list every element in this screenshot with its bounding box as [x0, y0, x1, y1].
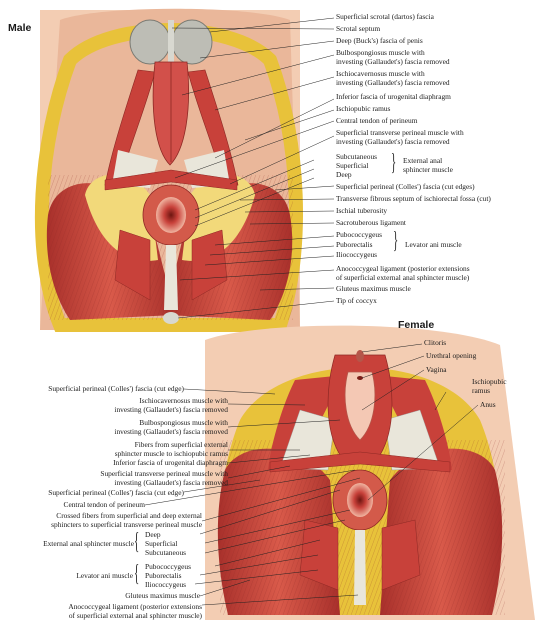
female-label: sphincter muscle to ischiopubic ramus [114, 449, 228, 458]
male-label: Tip of coccyx [336, 296, 377, 305]
male-label: Superficial transverse perineal muscle w… [336, 128, 464, 137]
female-label: Superficial perineal (Colles') fascia (c… [48, 488, 184, 497]
female-label: Urethral opening [426, 351, 477, 360]
female-label: Ischiopubic [472, 377, 507, 386]
male-label: Levator ani muscle [405, 240, 462, 249]
male-label: Superficial [336, 161, 369, 170]
female-label: Central tendon of perineum [63, 500, 145, 509]
brace: } [393, 228, 399, 254]
female-label: ramus [472, 386, 491, 395]
male-label: Transverse fibrous septum of ischiorecta… [336, 194, 491, 203]
female-label: Inferior fascia of urogenital diaphragm [113, 458, 228, 467]
female-label: Pubococcygeus [145, 562, 191, 571]
female-label: Crossed fibers from superficial and deep… [56, 511, 202, 520]
male-label: sphincter muscle [403, 165, 453, 174]
female-label: Subcutaneous [145, 548, 187, 557]
female-label: Vagina [426, 365, 447, 374]
male-label: Subcutaneous [336, 152, 378, 161]
male-label: Iliococcygeus [336, 250, 378, 259]
male-label: Deep [336, 170, 352, 179]
male-label: Pubococcygeus [336, 230, 382, 239]
brace: } [391, 150, 397, 176]
female-label: Fibers from superficial external [134, 440, 228, 449]
male-label: of superficial external anal sphincter m… [336, 273, 470, 282]
male-title: Male [8, 22, 32, 34]
male-label: Ischial tuberosity [336, 206, 388, 215]
female-label: investing (Gallaudet's) fascia removed [114, 427, 228, 436]
female-label: Gluteus maximus muscle [125, 591, 200, 600]
male-label: Anococcygeal ligament (posterior extensi… [336, 264, 470, 273]
male-illustration [34, 8, 335, 332]
female-label: sphincters to superficial transverse per… [51, 520, 202, 529]
female-label: Iliococcygeus [145, 580, 187, 589]
brace: { [134, 529, 140, 555]
male-label: Gluteus maximus muscle [336, 284, 411, 293]
female-label: Superficial perineal (Colles') fascia (c… [48, 384, 184, 393]
male-label: Superficial scrotal (dartos) fascia [336, 12, 434, 21]
male-label: Central tendon of perineum [336, 116, 418, 125]
female-title: Female [398, 319, 435, 331]
female-label: investing (Gallaudet's) fascia removed [114, 405, 228, 414]
female-label: Ischiocavernosus muscle with [139, 396, 228, 405]
female-label: Clitoris [424, 338, 447, 347]
male-label: Bulbospongiosus muscle with [336, 48, 425, 57]
brace: { [134, 561, 140, 587]
female-label: Bulbospongiosus muscle with [139, 418, 228, 427]
male-label: investing (Gallaudet's) fascia removed [336, 78, 450, 87]
female-label: Anococcygeal ligament (posterior extensi… [68, 602, 202, 611]
male-label: investing (Gallaudet's) fascia removed [336, 137, 450, 146]
female-label: of superficial external anal sphincter m… [68, 611, 202, 620]
male-label: Sacrotuberous ligament [336, 218, 406, 227]
female-label: Superficial transverse perineal muscle w… [100, 469, 228, 478]
female-label: Anus [480, 400, 496, 409]
male-label: Deep (Buck's) fascia of penis [336, 36, 423, 45]
male-label: Scrotal septum [336, 24, 381, 33]
male-label: investing (Gallaudet's) fascia removed [336, 57, 450, 66]
male-label: External anal [403, 156, 443, 165]
male-label: Ischiocavernosus muscle with [336, 69, 425, 78]
female-label: Deep [145, 530, 161, 539]
female-label: Superficial [145, 539, 178, 548]
male-label: Superficial perineal (Colles') fascia (c… [336, 182, 475, 191]
female-illustration [144, 325, 535, 620]
male-label: Inferior fascia of urogenital diaphragm [336, 92, 451, 101]
male-label: Ischiopubic ramus [336, 104, 391, 113]
male-label: Puborectalis [336, 240, 373, 249]
female-label: Levator ani muscle [76, 571, 133, 580]
female-label: External anal sphincter muscle [43, 539, 134, 548]
female-label: Puborectalis [145, 571, 182, 580]
female-label: investing (Gallaudet's) fascia removed [114, 478, 228, 487]
